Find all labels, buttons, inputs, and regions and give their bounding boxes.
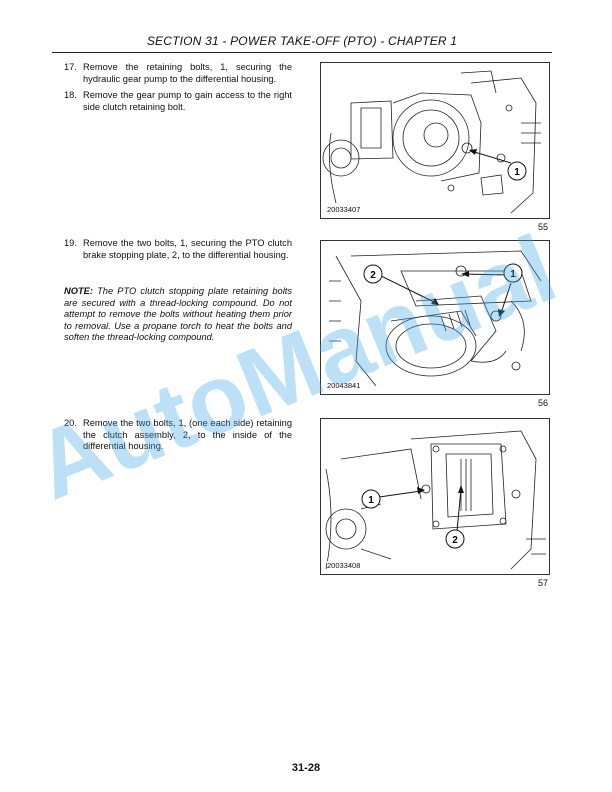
step-text: Remove the two bolts, 1, securing the PT… (83, 238, 292, 260)
callout-label: 2 (452, 535, 458, 546)
callout-circle (507, 161, 527, 181)
step-text: Remove the retaining bolts, 1, securing … (83, 62, 292, 84)
step-number: 17. (64, 62, 77, 72)
figure-number: 57 (537, 578, 548, 588)
callout-circle (503, 263, 523, 283)
section-header: SECTION 31 - POWER TAKE-OFF (PTO) - CHAP… (146, 34, 458, 48)
callout-label: 1 (510, 269, 516, 280)
note-label: NOTE: (64, 286, 93, 296)
callout-circle (363, 264, 383, 284)
page-number: 31-28 (291, 762, 321, 774)
step-text: Remove the gear pump to gain access to t… (83, 90, 292, 112)
clutch-assembly-illustration: 1 2 (325, 430, 546, 570)
step-18: 18. Remove the gear pump to gain access … (64, 90, 292, 113)
figure-code: 20043841 (327, 381, 361, 390)
figure-code: 20033408 (327, 561, 361, 570)
callout-circle (445, 529, 465, 549)
note-text: The PTO clutch stopping plate retaining … (64, 286, 292, 343)
callout-label: 2 (370, 270, 376, 281)
step-number: 19. (64, 238, 77, 248)
figure-code: 20033407 (327, 205, 361, 214)
callout-label: 1 (514, 167, 520, 178)
figure-number: 55 (537, 222, 548, 232)
callout-label: 1 (368, 495, 374, 506)
figure-56: 2 1 20043841 (320, 240, 550, 395)
header-divider (52, 52, 552, 53)
step-number: 20. (64, 418, 77, 428)
pump-illustration: 1 (322, 70, 541, 214)
figure-number: 56 (537, 398, 548, 408)
figure-57: 1 2 20033408 (320, 418, 550, 575)
caution-note: NOTE: The PTO clutch stopping plate reta… (64, 286, 292, 344)
callout-circle (361, 489, 381, 509)
clutch-plate-illustration: 2 1 (329, 250, 542, 387)
step-20: 20. Remove the two bolts, 1, (one each s… (64, 418, 292, 453)
step-number: 18. (64, 90, 77, 100)
step-19: 19. Remove the two bolts, 1, securing th… (64, 238, 292, 261)
figure-55: 1 20033407 (320, 62, 550, 219)
step-text: Remove the two bolts, 1, (one each side)… (83, 418, 292, 452)
step-17: 17. Remove the retaining bolts, 1, secur… (64, 62, 292, 85)
